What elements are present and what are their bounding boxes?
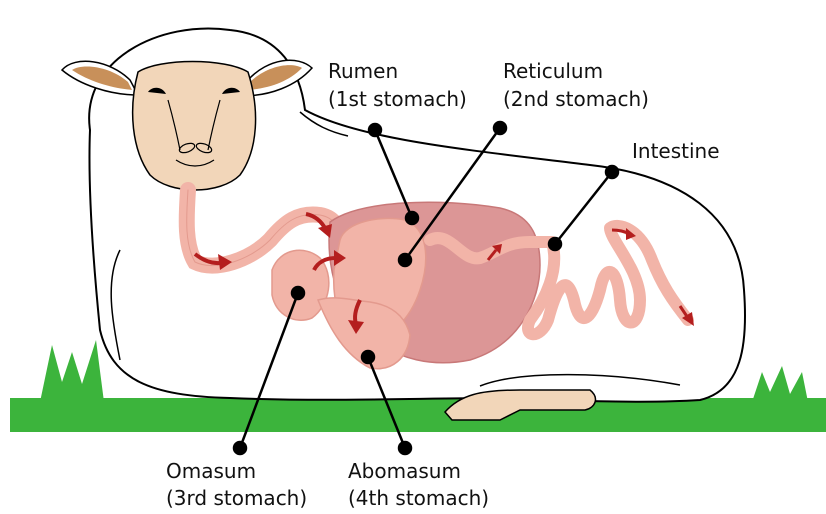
reticulum-dot-organ	[399, 254, 411, 266]
abomasum-dot-organ	[362, 351, 374, 363]
omasum-dot-bottom	[234, 442, 246, 454]
rumen-label: Rumen	[328, 59, 398, 83]
intestine-dot-top	[606, 166, 618, 178]
rumen-dot-top	[369, 124, 381, 136]
omasum-label: Omasum	[166, 459, 256, 483]
omasum-sublabel: (3rd stomach)	[166, 486, 307, 510]
abomasum-label: Abomasum	[348, 459, 461, 483]
intestine-label: Intestine	[632, 139, 720, 163]
intestine-dot-organ	[549, 238, 561, 250]
sheep-face	[133, 62, 256, 191]
grass-tuft-left	[40, 340, 104, 402]
omasum-dot-organ	[292, 287, 304, 299]
reticulum-label: Reticulum	[503, 59, 603, 83]
reticulum-dot-top	[494, 122, 506, 134]
grass-ground	[10, 398, 826, 432]
grass-tuft-right	[752, 366, 808, 402]
rumen-sublabel: (1st stomach)	[328, 87, 467, 111]
reticulum-sublabel: (2nd stomach)	[503, 87, 649, 111]
rumen-dot-organ	[406, 212, 418, 224]
abomasum-dot-bottom	[399, 442, 411, 454]
abomasum-sublabel: (4th stomach)	[348, 486, 489, 510]
